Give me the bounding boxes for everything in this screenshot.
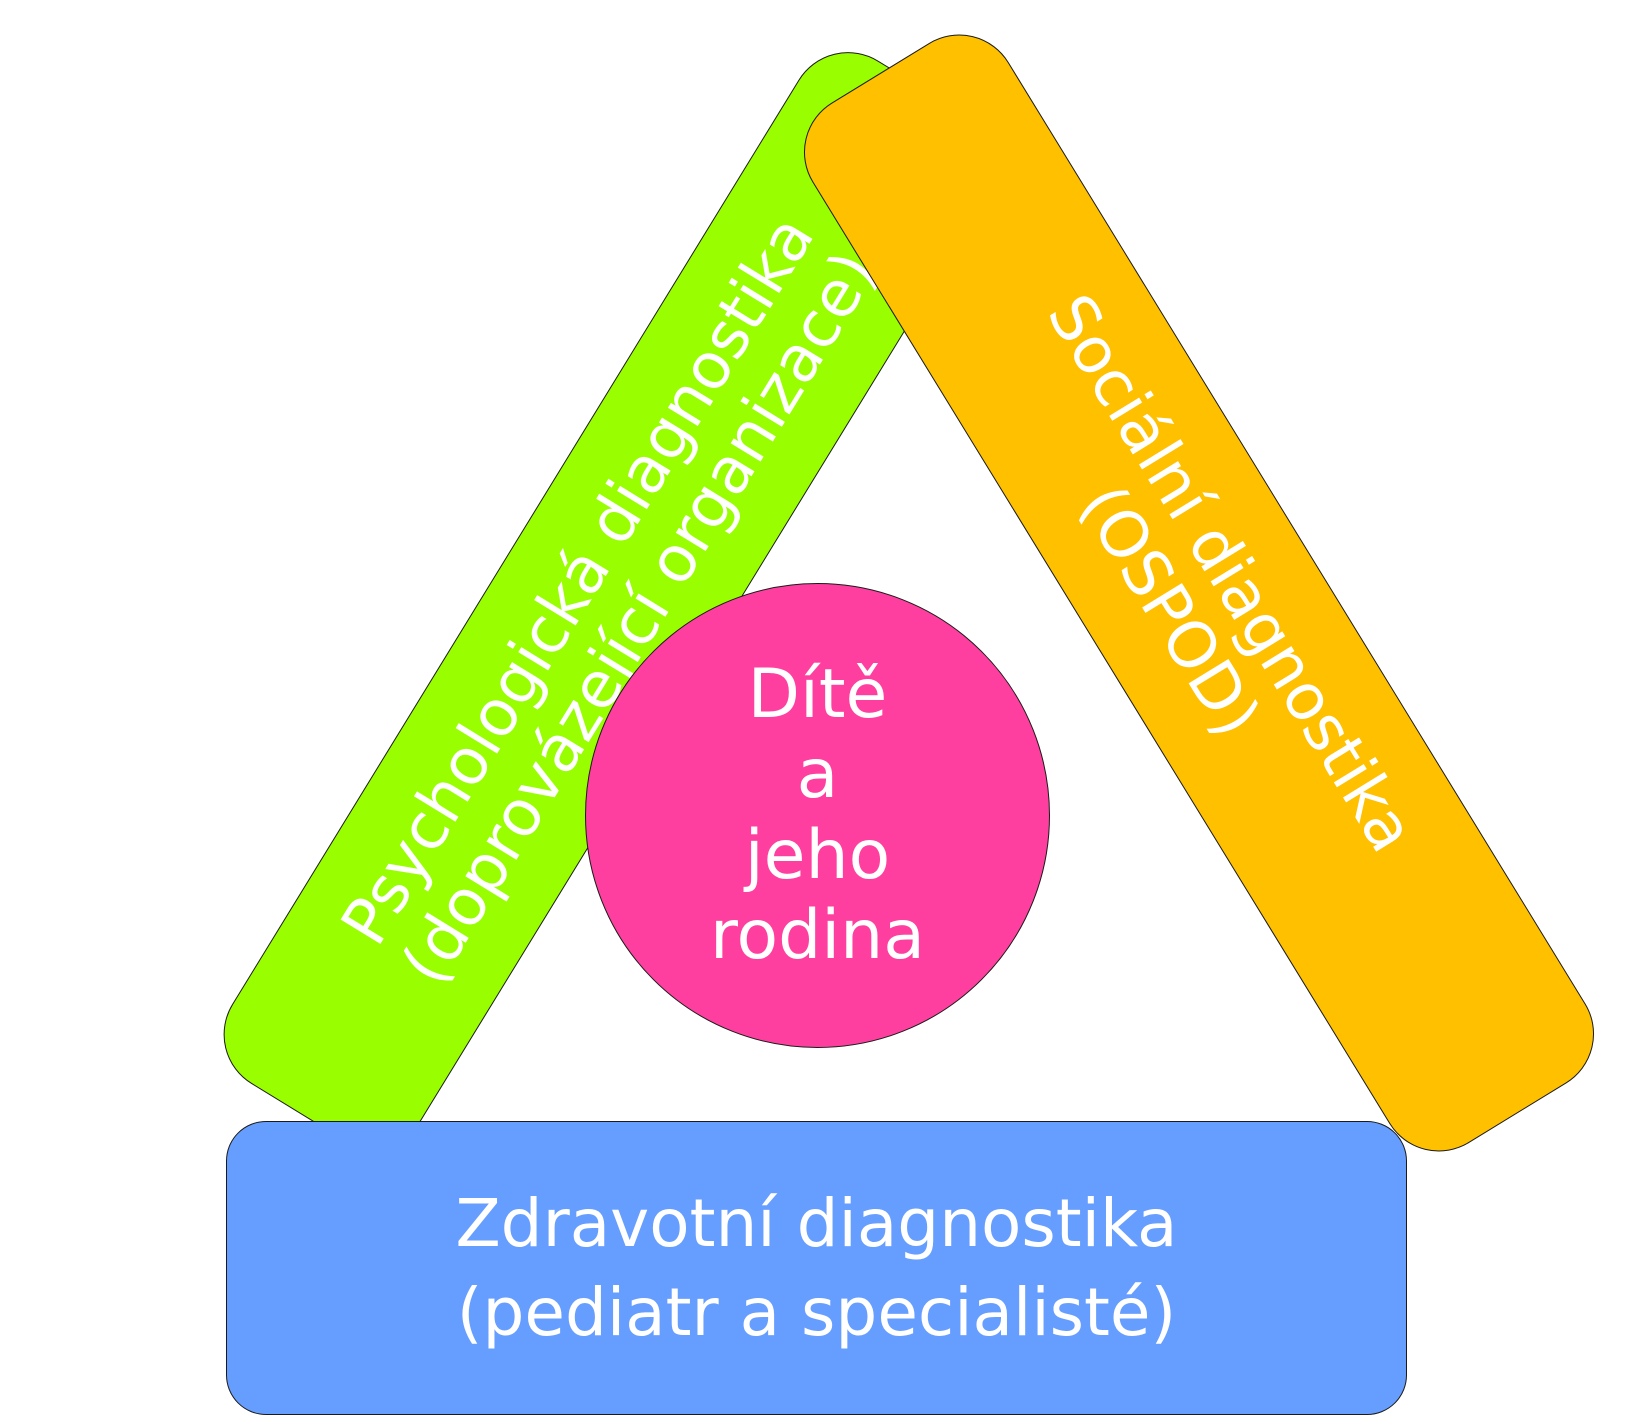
social-diagnostics-title: Sociální diagnostika [1032, 282, 1429, 866]
center-label-line-3: jeho [744, 815, 891, 895]
center-label-line-4: rodina [710, 895, 925, 975]
health-diagnostics-subtitle: (pediatr a specialisté) [456, 1274, 1177, 1351]
health-diagnostics-box: Zdravotní diagnostika (pediatr a special… [226, 1121, 1407, 1415]
child-and-family-circle: Dítě a jeho rodina [585, 583, 1050, 1048]
health-diagnostics-title: Zdravotní diagnostika [455, 1184, 1178, 1262]
center-label-line-1: Dítě [747, 655, 888, 735]
center-label-line-2: a [796, 735, 839, 815]
